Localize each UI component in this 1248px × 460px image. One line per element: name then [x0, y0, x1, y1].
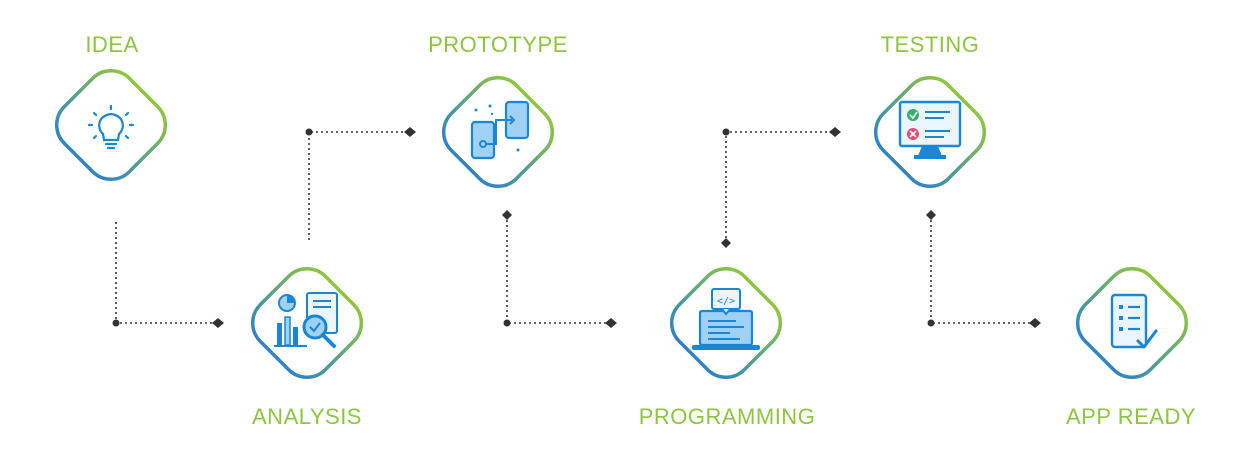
- step-label-testing: TESTING: [880, 32, 980, 57]
- step-label-idea: IDEA: [85, 32, 139, 57]
- step-label-appready: APP READY: [1065, 404, 1197, 429]
- step-frames: [54, 68, 1189, 380]
- connectors: [115, 131, 1035, 324]
- step-frame-prototype: [441, 75, 555, 189]
- connector-prototype-programming: [506, 215, 611, 324]
- connector-markers: [112, 127, 1041, 328]
- step-label-analysis: ANALYSIS: [252, 404, 362, 429]
- connector-testing-appready: [930, 215, 1035, 324]
- step-label-programming: PROGRAMMING: [638, 404, 816, 429]
- step-frame-programming: [669, 266, 783, 380]
- svg-text:</>: </>: [717, 296, 735, 307]
- step-frame-analysis: [250, 266, 364, 380]
- mobile-prototype-icon: [470, 100, 530, 160]
- connector-idea-analysis: [115, 222, 218, 324]
- checklist-icon: [1110, 293, 1158, 349]
- step-frame-appready: [1075, 266, 1189, 380]
- step-frame-testing: [873, 75, 987, 189]
- connector-programming-testing: [725, 131, 835, 243]
- connector-analysis-prototype: [308, 131, 410, 240]
- monitor-test-icon: [898, 100, 962, 159]
- laptop-code-icon: </>: [692, 288, 760, 350]
- lightbulb-icon: [87, 104, 135, 150]
- step-frame-idea: [54, 68, 168, 182]
- analysis-report-icon: [274, 292, 338, 348]
- step-label-prototype: PROTOTYPE: [428, 32, 568, 57]
